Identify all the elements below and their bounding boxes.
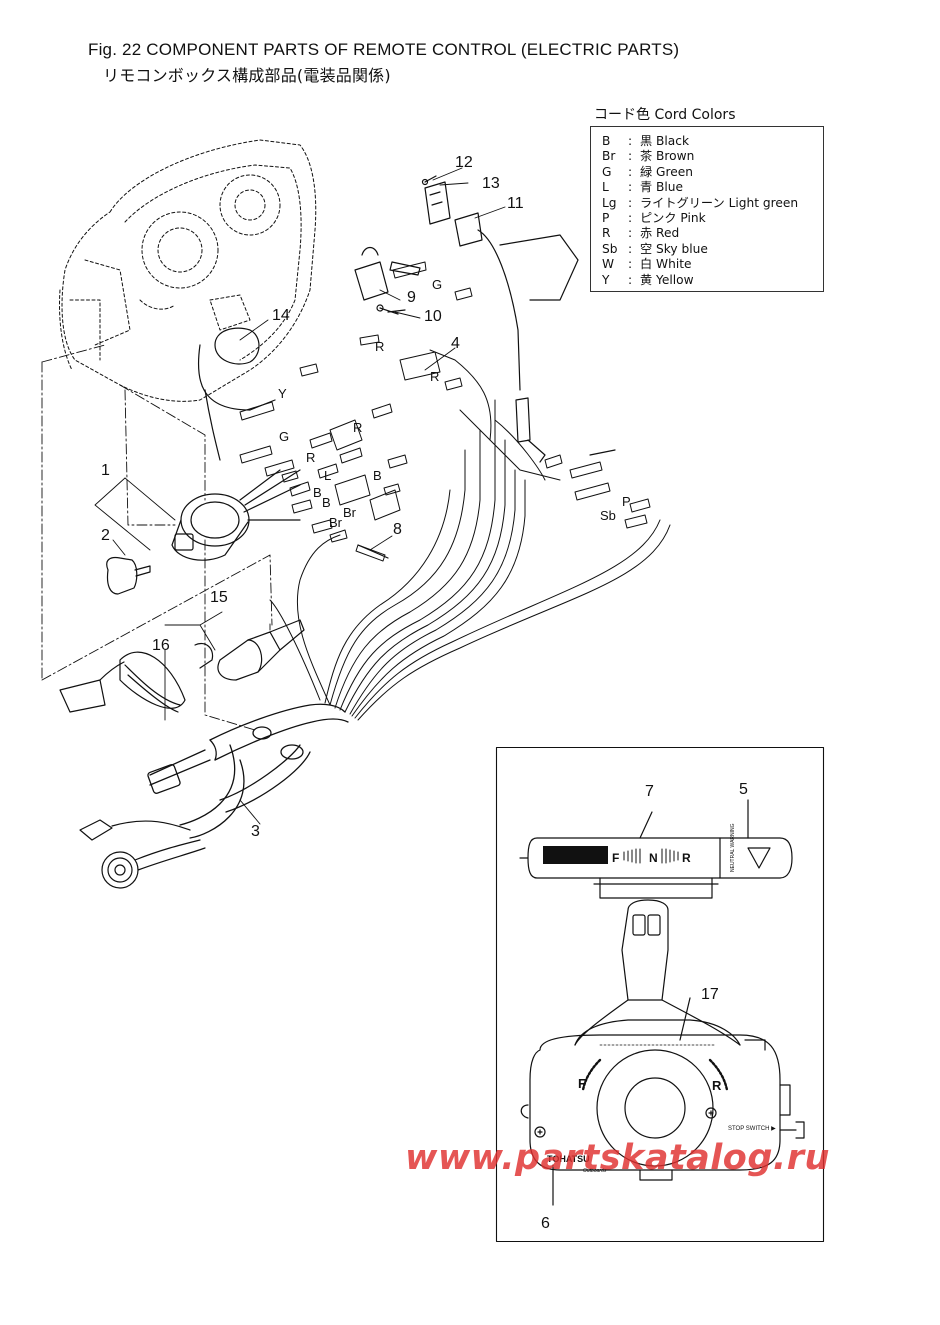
legend-name: 赤 Red <box>640 226 680 241</box>
cord-label: B <box>313 485 322 500</box>
cord-label: G <box>279 429 289 444</box>
callout-11: 11 <box>507 195 524 212</box>
stop-switch-label: STOP SWITCH ▶ <box>728 1126 776 1132</box>
cord-label: B <box>373 468 382 483</box>
gear-label-f: F <box>612 851 619 865</box>
callout-5: 5 <box>739 781 748 798</box>
cord-label: R <box>306 450 315 465</box>
cord-label: R <box>375 339 384 354</box>
legend-name: 茶 Brown <box>640 149 695 164</box>
engine-connectors <box>79 819 206 889</box>
cord-label: Br <box>329 515 343 530</box>
legend-name: ライトグリーン Light green <box>640 195 799 210</box>
legend-code: L <box>602 180 609 195</box>
gear-scale-marks <box>623 848 679 864</box>
cord-connectors <box>239 261 651 562</box>
brand-label: TOHATSU <box>547 1154 590 1164</box>
legend-code: P <box>602 211 610 226</box>
legend-row: B:黒 Black <box>602 134 690 148</box>
legend-name: 黒 Black <box>640 134 690 148</box>
legend-name: 空 Sky blue <box>640 241 708 256</box>
callout-9: 9 <box>407 289 416 306</box>
harness-trunk <box>147 703 349 839</box>
legend-row: Br:茶 Brown <box>602 149 695 164</box>
brand-sub-label: Outboards <box>583 1168 607 1174</box>
harness-wires <box>269 349 671 721</box>
legend-row: Y:黄 Yellow <box>602 272 694 287</box>
watermark: www.partskatalog.ru <box>405 1138 830 1178</box>
key-drawing <box>106 556 151 595</box>
legend-row: R:赤 Red <box>602 226 680 241</box>
callout-7: 7 <box>645 783 654 800</box>
legend-code: Lg <box>602 195 617 210</box>
legend-name: 青 Blue <box>640 180 684 195</box>
callout-4: 4 <box>451 335 460 352</box>
lever-label-r: R <box>712 1078 722 1093</box>
figure-title: Fig. 22 COMPONENT PARTS OF REMOTE CONTRO… <box>88 40 680 59</box>
legend-row: Lg:ライトグリーン Light green <box>602 195 799 210</box>
legend-code: Br <box>602 149 616 164</box>
callout-15: 15 <box>210 589 228 606</box>
cord-label: R <box>353 420 362 435</box>
legend-code: Y <box>602 272 610 287</box>
callout-10: 10 <box>424 308 442 325</box>
cord-label: R <box>430 369 439 384</box>
callout-6: 6 <box>541 1215 550 1232</box>
cord-label: P <box>622 494 631 509</box>
legend-row: Sb:空 Sky blue <box>602 241 708 256</box>
lever-label-f: F <box>578 1076 586 1091</box>
legend-row: L:青 Blue <box>602 180 684 195</box>
cord-label: G <box>432 277 442 292</box>
legend-row: W:白 White <box>602 257 692 272</box>
legend-name: ピンク Pink <box>640 211 706 226</box>
callout-14: 14 <box>272 307 290 324</box>
screw-10-drawing <box>376 304 399 315</box>
legend-row: P:ピンク Pink <box>602 211 706 226</box>
gear-indicator-drawing <box>519 799 793 899</box>
cord-colors-legend: B:黒 Black Br:茶 Brown G:緑 Green L:青 Blue … <box>590 126 824 292</box>
wire-8-drawing <box>357 544 389 559</box>
legend-code: Sb <box>602 241 618 256</box>
legend-code: R <box>602 226 611 241</box>
callout-12: 12 <box>455 154 473 171</box>
legend-name: 緑 Green <box>640 164 693 179</box>
screw-12-drawing <box>421 175 437 186</box>
legend-row: G:緑 Green <box>602 164 693 179</box>
figure-subtitle: リモコンボックス構成部品(電装品関係) <box>103 66 391 85</box>
callout-1: 1 <box>101 462 110 479</box>
upper-components <box>197 181 616 463</box>
cord-label: Sb <box>600 508 616 523</box>
legend-code: W <box>602 257 615 272</box>
inset-box <box>495 746 825 1243</box>
cord-label: Y <box>278 386 287 401</box>
callout-8: 8 <box>393 521 402 538</box>
callout-leaders <box>94 167 506 825</box>
stop-switch-drawing <box>59 619 305 713</box>
legend-code: B <box>602 134 611 148</box>
callout-16: 16 <box>152 637 170 654</box>
callout-17: 17 <box>701 986 719 1003</box>
cord-label: Br <box>343 505 357 520</box>
main-switch-drawing <box>171 469 301 561</box>
cord-label: B <box>322 495 331 510</box>
legend-name: 黄 Yellow <box>640 272 694 287</box>
legend-code: G <box>602 164 612 179</box>
legend-name: 白 White <box>640 257 692 272</box>
remote-housing-drawing <box>59 139 317 402</box>
gear-label-r: R <box>682 851 691 865</box>
callout-2: 2 <box>101 527 110 544</box>
control-box-drawing <box>520 899 805 1206</box>
cord-colors-heading: コード色 Cord Colors <box>594 107 736 123</box>
neutral-warning-label: NEUTRAL WARNING <box>730 823 736 872</box>
callout-3: 3 <box>251 823 260 840</box>
cord-label: L <box>324 468 331 483</box>
callout-13: 13 <box>482 175 500 192</box>
gear-label-n: N <box>649 851 658 865</box>
